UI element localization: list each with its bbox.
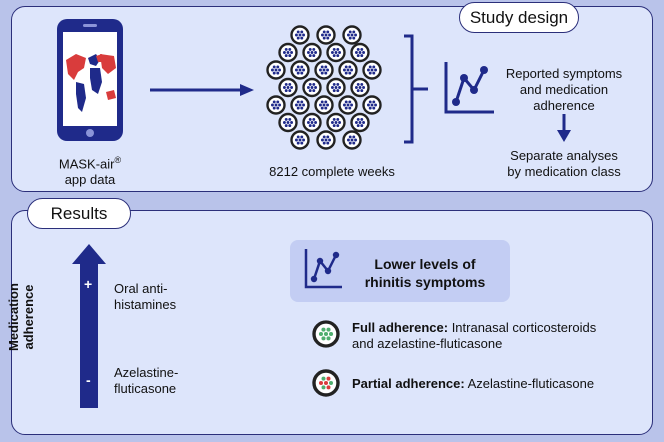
week-pill-icon <box>316 130 336 150</box>
weeks-pill-cluster <box>266 25 382 150</box>
week-pill-icon <box>302 42 322 63</box>
week-pill-icon <box>326 112 346 133</box>
week-pill-icon <box>290 25 310 45</box>
minus-sign: - <box>86 372 91 388</box>
week-pill-icon <box>342 130 362 150</box>
azelastine-fluticasone-label: Azelastine-fluticasone <box>114 365 179 396</box>
week-pill-icon <box>266 60 286 80</box>
week-pill-icon <box>302 112 322 133</box>
week-pill-icon <box>314 60 334 80</box>
week-pill-icon <box>350 42 370 63</box>
bracket-icon <box>404 34 428 144</box>
phone-icon <box>57 19 123 141</box>
week-pill-icon <box>266 95 286 115</box>
results-title: Results <box>27 198 131 229</box>
weeks-label: 8212 complete weeks <box>269 164 395 179</box>
week-pill-icon <box>290 130 310 150</box>
week-pill-icon <box>326 77 346 98</box>
flow-arrow-icon <box>150 84 254 96</box>
week-pill-icon <box>350 77 370 98</box>
week-pill-icon <box>350 112 370 133</box>
line-chart-icon <box>444 62 494 114</box>
full-adherence-pill-icon <box>312 320 340 348</box>
line-chart-icon <box>304 249 342 289</box>
partial-adherence-label: Partial adherence: Azelastine-fluticason… <box>352 376 595 391</box>
week-pill-icon <box>316 25 336 45</box>
week-pill-icon <box>278 42 298 63</box>
week-pill-icon <box>342 25 362 45</box>
adherence-arrow-icon <box>72 244 106 408</box>
oral-antihistamines-label: Oral anti-histamines <box>114 281 177 312</box>
week-pill-icon <box>338 95 358 115</box>
full-adherence-label: Full adherence: Intranasal corticosteroi… <box>352 320 597 351</box>
partial-pill-icon <box>312 369 340 397</box>
week-pill-icon <box>362 60 382 80</box>
world-map-icon <box>66 54 116 112</box>
week-pill-icon <box>290 95 310 115</box>
partial-adherence-pill-icon <box>312 369 340 397</box>
app-data-label: MASK-air® app data <box>58 155 122 188</box>
week-pill-icon <box>338 60 358 80</box>
plus-sign: + <box>84 276 93 292</box>
study-design-title: Study design <box>459 2 579 33</box>
week-pill-icon <box>290 60 310 80</box>
week-pill-icon <box>302 77 322 98</box>
full-pill-icon <box>312 320 340 348</box>
week-pill-icon <box>278 77 298 98</box>
week-pill-icon <box>278 112 298 133</box>
week-pill-icon <box>314 95 334 115</box>
week-pill-icon <box>326 42 346 63</box>
down-arrow-icon <box>557 114 571 142</box>
week-pill-icon <box>362 95 382 115</box>
